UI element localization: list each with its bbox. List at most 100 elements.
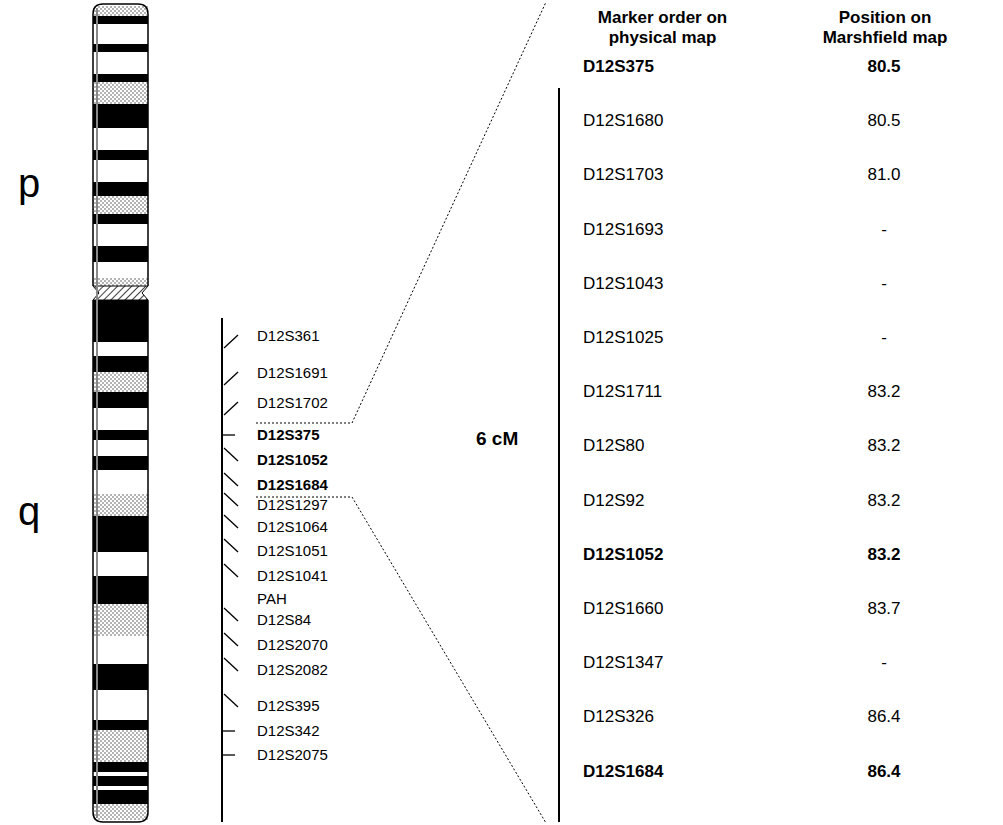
zoom-guide [256,423,352,424]
marker-tick [222,754,235,755]
marker-tick [224,473,238,486]
chromosome-band [93,730,148,762]
marker-label: D12S1052 [257,451,328,468]
marker-label: D12S1711 [583,382,662,402]
chromosome-band [93,456,148,470]
chromosome-band [93,342,148,356]
chromosome-band [93,516,148,552]
arm-label: q [18,488,40,534]
marker-label: D12S80 [583,436,644,456]
zoom-guide [352,497,546,823]
marker-tick [224,564,238,577]
chromosome-band [93,372,148,392]
marker-label: 83.2 [834,382,934,402]
marker-label: - [834,328,934,348]
marker-label: PAH [257,590,287,607]
marker-label: D12S1052 [583,545,663,565]
marker-label: 80.5 [834,57,934,77]
marker-label: 86.4 [834,762,934,782]
zoom-guide [352,2,546,423]
marker-label: - [834,274,934,294]
chromosome-band [93,6,148,16]
chromosome-band [93,82,148,104]
marker-label: D12S1064 [257,518,328,535]
marker-label: 80.5 [834,111,934,131]
chromosome-band [93,776,148,786]
marker-label: D12S1043 [583,274,663,294]
chromosome-band [93,16,148,24]
marker-label: D12S1703 [583,165,663,185]
marker-label: 81.0 [834,165,934,185]
chromosome-band [93,224,148,246]
marker-label: D12S1684 [583,762,663,782]
chromosome-band [93,182,148,196]
marker-tick [224,658,238,671]
chromosome-band [93,604,148,636]
marker-tick [222,434,235,435]
marker-label: D12S1702 [257,394,328,411]
marker-label: D12S1041 [257,567,328,584]
marker-label: D12S2070 [257,636,328,653]
chromosome-band [93,104,148,128]
marker-label: D12S1660 [583,599,663,619]
marker-label: - [834,653,934,673]
marker-label: D12S395 [257,697,320,714]
marker-tick [224,633,238,646]
marker-tick [224,608,238,621]
q-arm-outline [93,300,148,822]
chromosome-band [93,74,148,82]
centromere [93,286,148,300]
marker-tick [222,730,235,731]
column-header: Marker order on physical map [580,8,745,47]
chromosome-band [93,262,148,278]
marker-label: D12S342 [257,722,320,739]
marker-label: D12S1693 [583,220,663,240]
chromosome-band [93,430,148,440]
chromosome-band [93,720,148,730]
marker-label: D12S1680 [583,111,663,131]
chromosome-band [93,552,148,576]
chromosome-band [93,246,148,262]
chromosome-band [93,664,148,690]
marker-label: D12S1025 [583,328,663,348]
marker-label: 83.2 [834,491,934,511]
chromosome-band [93,52,148,74]
chromosome-band [93,196,148,214]
chromosome-band [93,24,148,44]
marker-label: 86.4 [834,707,934,727]
chromosome-band [93,804,148,820]
p-arm-outline [93,4,148,286]
chromosome-band [93,636,148,664]
marker-label: 83.2 [834,436,934,456]
column-header: Position on Marshfield map [805,8,965,47]
marker-label: D12S2075 [257,746,328,763]
chromosome-band [93,470,148,494]
chromosome-band [93,300,148,342]
physical-map-axis [558,88,560,822]
marker-tick [224,448,238,461]
marker-label: D12S84 [257,611,311,628]
marker-label: D12S1691 [257,364,328,381]
chromosome-band [93,762,148,772]
chromatid-edge [96,8,98,818]
chromosome-band [93,278,148,286]
marker-label: - [834,220,934,240]
chromosome-band [93,160,148,182]
marker-tick [224,493,238,506]
chromosome-band [93,576,148,604]
marker-label: D12S1297 [257,496,328,513]
chromosome-band [93,772,148,776]
chromosome-band [93,392,148,408]
chromosome-band [93,44,148,52]
marker-label: D12S326 [583,707,654,727]
chromosome-band [93,494,148,516]
chromosome-band [93,790,148,804]
marker-label: D12S375 [583,57,654,77]
chromosome-ideogram [93,4,148,822]
chromosome-band [93,786,148,790]
chromosome-band [93,408,148,430]
marker-label: D12S2082 [257,661,328,678]
chromosome-band [93,128,148,150]
marker-label: D12S1051 [257,542,328,559]
